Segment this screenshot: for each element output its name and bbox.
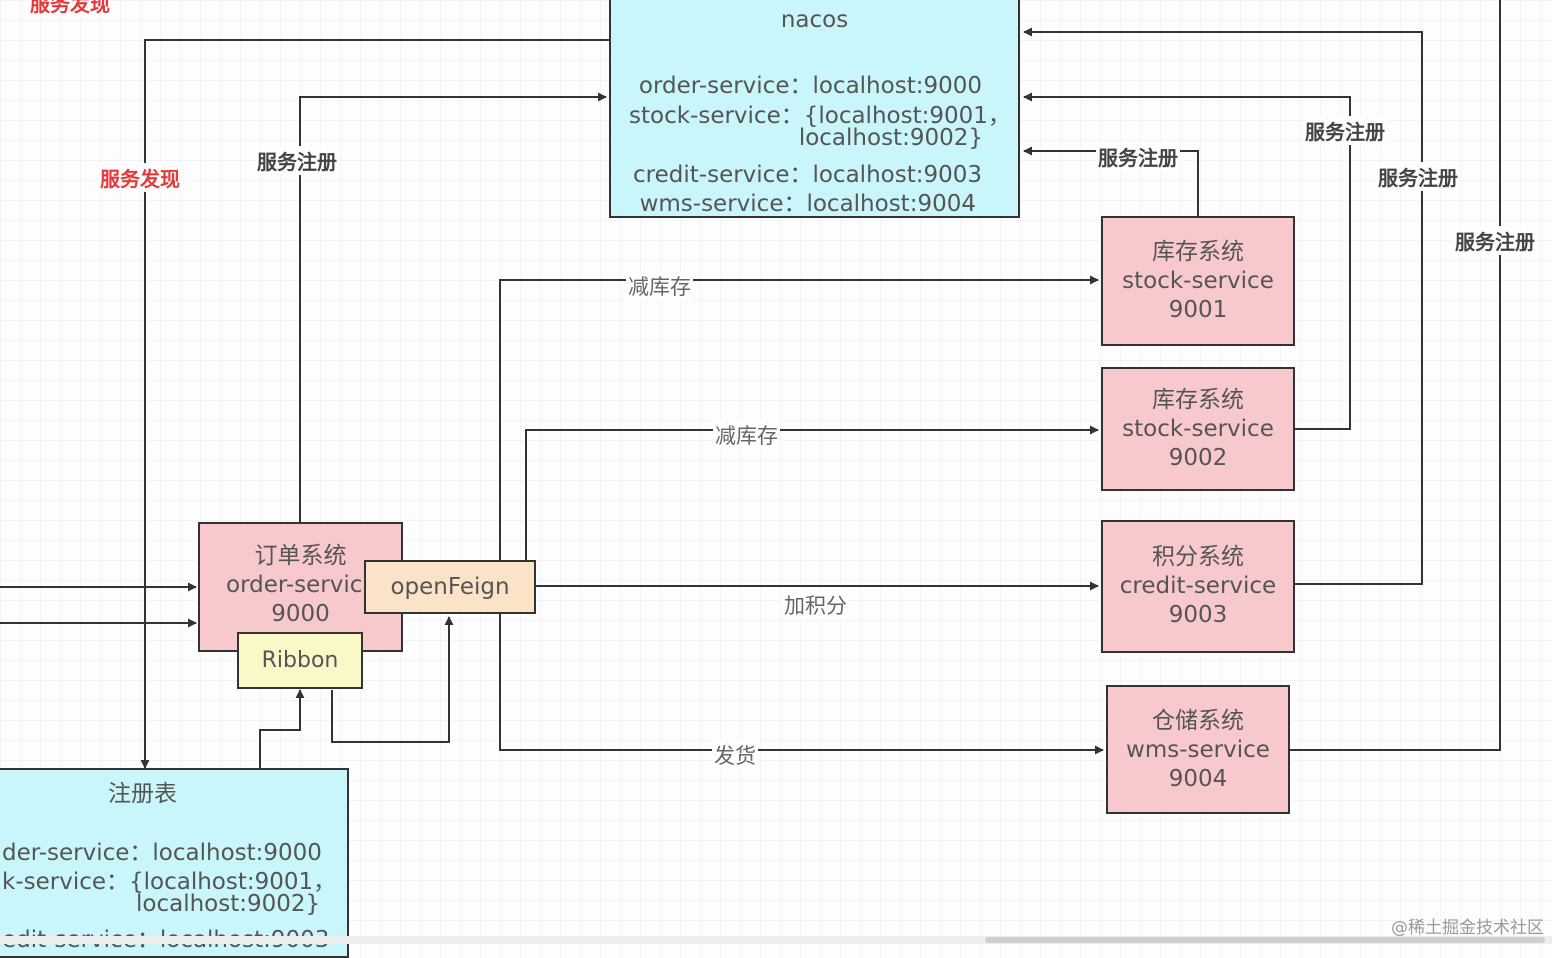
- wms-service-9004-box: 仓储系统 wms-service 9004: [1106, 685, 1290, 814]
- ship-label: 发货: [712, 740, 758, 770]
- top-cut-label: 服务发现: [28, 0, 112, 17]
- openfeign-box: openFeign: [364, 560, 536, 614]
- stock-9002-service: stock-service: [1122, 416, 1274, 442]
- credit-9003-service: credit-service: [1119, 573, 1277, 599]
- deduct-stock-label-1: 减库存: [626, 271, 693, 301]
- credit-9003-title: 积分系统: [1152, 544, 1244, 570]
- order-port: 9000: [271, 601, 330, 627]
- wms-register-label: 服务注册: [1453, 226, 1537, 255]
- service-discovery-label: 服务发现: [98, 163, 182, 192]
- nacos-line-stock-2: localhost:9002}: [798, 125, 983, 151]
- ribbon-box: Ribbon: [237, 632, 363, 689]
- credit-register-label: 服务注册: [1376, 162, 1460, 191]
- registry-title: 注册表: [108, 781, 177, 807]
- wms-9004-service: wms-service: [1126, 737, 1270, 763]
- nacos-line-order: order-service：localhost:9000: [638, 73, 982, 99]
- nacos-line-credit: credit-service：localhost:9003: [633, 162, 982, 188]
- stock-9001-port: 9001: [1168, 297, 1228, 323]
- registry-line-stock-2: localhost:9002}: [136, 891, 321, 917]
- wms-9004-title: 仓储系统: [1152, 708, 1244, 734]
- registry-box: 注册表 der-service：localhost:9000 k-service…: [0, 768, 349, 958]
- scrollbar-thumb[interactable]: [985, 937, 1545, 943]
- order-service-box: 订单系统 order-servic 9000: [198, 522, 403, 652]
- stock-9001-service: stock-service: [1122, 268, 1274, 294]
- stock-9002-title: 库存系统: [1152, 387, 1244, 413]
- nacos-title: nacos: [780, 7, 849, 33]
- watermark: @稀土掘金技术社区: [1391, 918, 1544, 938]
- deduct-stock-label-2: 减库存: [713, 420, 780, 450]
- credit-service-9003-box: 积分系统 credit-service 9003: [1101, 520, 1295, 653]
- order-register-label: 服务注册: [255, 146, 339, 175]
- add-points-label: 加积分: [782, 590, 849, 620]
- ribbon-label: Ribbon: [261, 648, 339, 673]
- credit-9003-port: 9003: [1168, 602, 1228, 628]
- nacos-line-wms: wms-service：localhost:9004: [639, 191, 976, 217]
- stock2-register-label: 服务注册: [1303, 116, 1387, 145]
- order-title: 订单系统: [254, 543, 347, 569]
- openfeign-label: openFeign: [390, 574, 510, 600]
- wms-9004-port: 9004: [1168, 766, 1228, 792]
- registry-line-stock: k-service：{localhost:9001，: [2, 869, 337, 895]
- nacos-line-stock: stock-service：{localhost:9001，: [629, 103, 1011, 129]
- stock-9002-port: 9002: [1168, 445, 1228, 471]
- horizontal-scrollbar[interactable]: [0, 936, 1552, 944]
- order-service-name: order-servic: [226, 572, 363, 598]
- stock-9001-title: 库存系统: [1152, 239, 1244, 265]
- stock1-register-label: 服务注册: [1096, 142, 1180, 171]
- stock-service-9001-box: 库存系统 stock-service 9001: [1101, 216, 1295, 346]
- nacos-box: nacos order-service：localhost:9000 stock…: [609, 0, 1020, 218]
- registry-line-order: der-service：localhost:9000: [2, 840, 322, 866]
- stock-service-9002-box: 库存系统 stock-service 9002: [1101, 367, 1295, 491]
